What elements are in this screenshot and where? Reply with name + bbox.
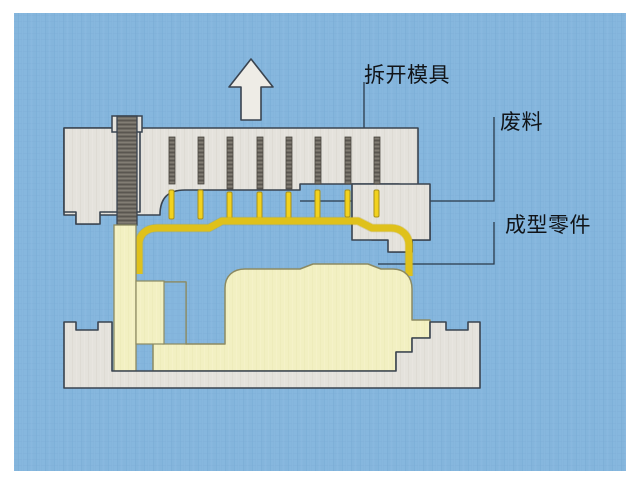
ejector-pin-slot [168, 136, 176, 185]
ejector-pin-tip [344, 189, 351, 218]
scrap-foot [135, 280, 165, 345]
ejector-pin-tips [168, 189, 380, 223]
ejector-pin-slot [226, 136, 234, 190]
scrap-strip-body [113, 224, 137, 372]
ejector-pin-slots [168, 136, 381, 190]
label-open-mold: 拆开模具 [364, 63, 450, 87]
ejector-pin-tip [314, 189, 321, 220]
ejector-pin-slot [344, 136, 352, 185]
scrap-overlap-detail [135, 280, 165, 345]
cavity-relief-slot [162, 281, 187, 345]
label-formed-part: 成型零件 [505, 213, 591, 237]
main-punch-column [116, 115, 138, 226]
ejector-pin-tip [197, 189, 204, 220]
ejector-pin-slot [197, 136, 205, 185]
ejector-pin-slot [256, 136, 264, 190]
ejector-pin-tip [168, 189, 175, 220]
formed-part-shade [134, 216, 414, 276]
ejector-pin-tip [373, 189, 380, 218]
formed-part-outline [135, 217, 413, 276]
lower-cavity-block-body [152, 263, 431, 372]
formed-part [134, 216, 414, 276]
upper-die-assembly [63, 115, 431, 253]
scrap-strip [113, 224, 137, 372]
ejector-pin-slot [373, 136, 381, 185]
ejector-pin-slot [285, 136, 293, 190]
lower-cavity-block [152, 263, 431, 372]
mold-opening-direction-arrow [228, 58, 274, 121]
leader-part [378, 222, 495, 265]
lower-die-base [63, 321, 481, 389]
ejector-pin-slot [314, 136, 322, 185]
lower-die-base-body [63, 321, 481, 389]
background-texture [14, 13, 626, 471]
label-scrap: 废料 [500, 110, 543, 134]
